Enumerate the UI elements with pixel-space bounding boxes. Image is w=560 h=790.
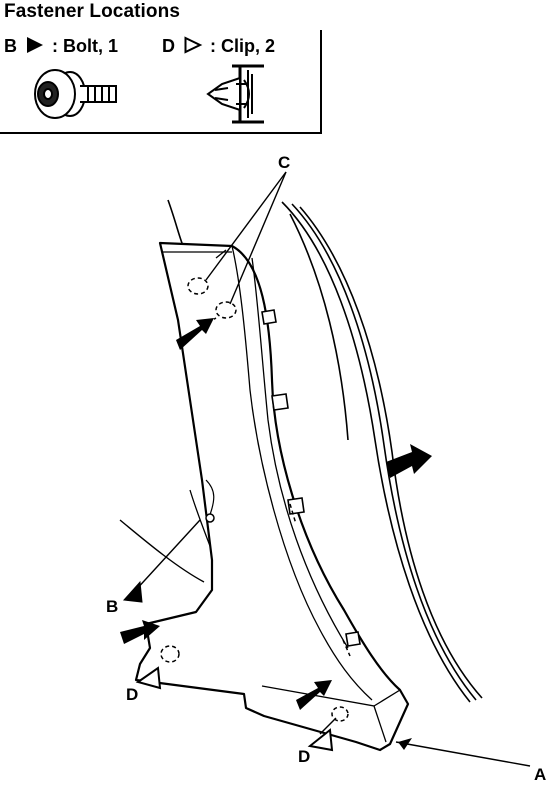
legend-bolt: B : Bolt, 1 [4, 36, 118, 57]
legend-bolt-letter: B [4, 36, 17, 56]
outline-triangle-icon [184, 36, 203, 54]
arrow-head-a-icon [398, 738, 412, 750]
callout-d-right: D [298, 747, 310, 766]
callout-c: C [278, 153, 290, 172]
callout-b: B [106, 597, 118, 616]
trim-tabs [261, 309, 361, 647]
window-edge-line [167, 199, 185, 249]
clip-illustration [206, 64, 264, 124]
bolt-illustration [34, 69, 117, 119]
legend-clip-letter: D [162, 36, 175, 56]
bolt-b-marker-icon [122, 580, 143, 603]
diagram-title: Fastener Locations [4, 1, 181, 22]
removal-arrows [120, 318, 432, 710]
legend-bolt-text: : Bolt, 1 [52, 36, 119, 56]
bolt-hole [205, 513, 215, 523]
legend-box [0, 30, 322, 134]
callout-a: A [534, 765, 546, 784]
legend-clip: D : Clip, 2 [162, 36, 275, 57]
background-line [119, 519, 205, 583]
body-pillar-lines [281, 201, 483, 703]
legend-clip-text: : Clip, 2 [210, 36, 276, 56]
pillar-trim-detail [159, 242, 401, 743]
clip-d-marker-icon [135, 666, 162, 690]
leader-lines [133, 171, 531, 767]
callout-d-left: D [126, 685, 138, 704]
clip-d-marker-icon [307, 728, 334, 752]
filled-triangle-icon [27, 37, 44, 53]
